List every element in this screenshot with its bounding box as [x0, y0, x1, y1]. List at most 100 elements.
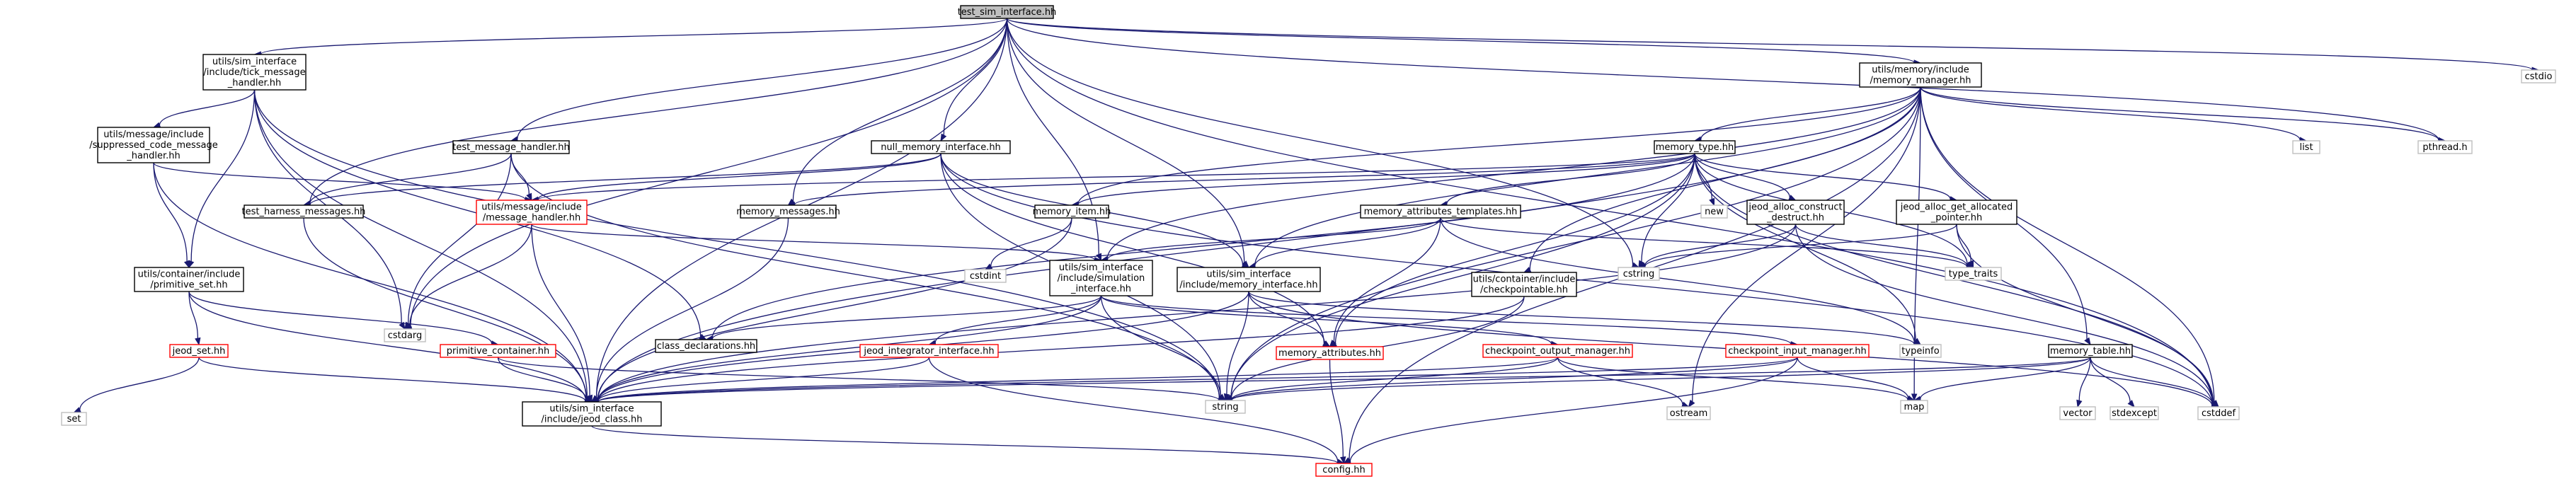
node-config[interactable]: config.hh: [1315, 463, 1373, 477]
node-jeodset[interactable]: jeod_set.hh: [169, 344, 229, 358]
node-label-typeinfo-line-0: typeinfo: [1901, 346, 1939, 357]
node-label-jacd-line-1: _destruct.hh: [1766, 213, 1824, 224]
node-memmsg[interactable]: memory_messages.hh: [736, 204, 840, 219]
node-cpout[interactable]: checkpoint_output_manager.hh: [1482, 344, 1633, 358]
dependency-edge-tmh-to-cstdarg: [408, 153, 512, 324]
node-label-msgh-line-0: utils/message/include: [481, 202, 582, 213]
dependency-edge-root-to-cstring: [1006, 18, 1634, 265]
node-stdexcept: stdexcept: [2110, 406, 2159, 420]
dependency-edge-nullmi-to-memattr: [940, 153, 1325, 344]
dependency-edge-thm-to-jeodclass: [303, 217, 588, 399]
node-classdecl[interactable]: class_declarations.hh: [655, 339, 757, 353]
node-meminter[interactable]: utils/sim_interface/include/memory_inter…: [1177, 267, 1321, 292]
arrowhead-memmgr-to-ostream: [1688, 399, 1695, 408]
node-label-memmgr-line-1: /memory_manager.hh: [1870, 76, 1971, 86]
arrowhead-tmh-to-msgh: [526, 192, 532, 202]
node-label-cpin-line-0: checkpoint_input_manager.hh: [1728, 346, 1867, 357]
dependency-edge-memmgr-to-memitem: [1077, 86, 1921, 204]
node-box-msgh: [476, 200, 588, 225]
dependency-edge-memtype-to-jacd: [1694, 153, 1790, 198]
dependency-edge-jeodclass-to-config: [591, 425, 1339, 464]
dependency-edge-primcont-to-string: [497, 357, 1220, 401]
node-jeodclass[interactable]: utils/sim_interface/include/jeod_class.h…: [522, 401, 662, 427]
node-ostream: ostream: [1666, 406, 1711, 420]
node-siminter[interactable]: utils/sim_interface/include/simulation_i…: [1049, 260, 1153, 296]
arrowhead-memattr-to-config: [1340, 456, 1346, 465]
dependency-edge-root-to-cstdio: [1006, 18, 2533, 71]
dependency-edge-memitem-to-jeodclass: [597, 217, 1072, 400]
node-label-nullmi-line-0: null_memory_interface.hh: [881, 142, 1001, 153]
dependency-edge-cpin-to-jeodclass: [597, 357, 1798, 403]
node-label-string-line-0: string: [1212, 402, 1238, 412]
node-box-new: [1700, 204, 1728, 219]
node-checkpt[interactable]: utils/container/include/checkpointable.h…: [1471, 272, 1577, 297]
node-label-primset-line-0: utils/container/include: [138, 270, 241, 280]
node-label-memattrt-line-0: memory_attributes_templates.hh: [1364, 207, 1518, 217]
node-label-primcont-line-0: primitive_container.hh: [447, 346, 549, 357]
node-memmgr[interactable]: utils/memory/include/memory_manager.hh: [1859, 62, 1982, 88]
node-label-tick-line-0: utils/sim_interface: [212, 57, 297, 67]
node-label-meminter-line-0: utils/sim_interface: [1206, 270, 1290, 280]
node-box-memmsg: [740, 204, 837, 219]
dependency-edge-root-to-cstdarg: [410, 18, 1008, 326]
dependency-edge-meminter-to-memattr: [1248, 291, 1325, 343]
node-root[interactable]: test_sim_interface.hh: [958, 5, 1057, 19]
node-nullmi[interactable]: null_memory_interface.hh: [871, 140, 1011, 154]
node-typeinfo: typeinfo: [1899, 344, 1942, 358]
node-jacd[interactable]: jeod_alloc_construct_destruct.hh: [1746, 200, 1845, 225]
node-label-jintinter-line-0: jeod_integrator_interface.hh: [863, 346, 994, 357]
node-primcont[interactable]: primitive_container.hh: [440, 344, 556, 358]
node-suppr[interactable]: utils/message/include/suppressed_code_me…: [89, 127, 218, 163]
node-vector: vector: [2059, 406, 2096, 420]
node-box-vector: [2059, 406, 2096, 420]
node-box-meminter: [1177, 267, 1321, 292]
node-label-siminter-line-2: _interface.hh: [1070, 284, 1131, 294]
dependency-edge-cpin-to-map: [1797, 357, 1909, 399]
node-thm[interactable]: test_harness_messages.hh: [242, 204, 366, 219]
node-label-tick-line-2: _handler.hh: [227, 78, 282, 88]
dependency-edge-memtable-to-map: [1920, 357, 2091, 400]
node-label-suppr-line-0: utils/message/include: [103, 129, 204, 140]
dependency-edge-memmgr-to-ostream: [1692, 86, 1921, 402]
node-label-memtable-line-0: memory_table.hh: [2050, 346, 2131, 357]
node-label-cstdarg-line-0: cstdarg: [388, 330, 423, 341]
node-box-checkpt: [1471, 272, 1577, 297]
dependency-edge-tmh-to-msgh: [510, 153, 530, 195]
node-cstdio: cstdio: [2521, 69, 2556, 83]
dependency-edge-root-to-tick: [260, 18, 1008, 55]
node-memtype[interactable]: memory_type.hh: [1654, 140, 1736, 154]
node-box-tick: [202, 54, 307, 91]
dependency-edge-cpout-to-jeodclass: [597, 357, 1559, 403]
arrowhead-memitem-to-cstdint: [984, 263, 993, 270]
node-box-jacd: [1746, 200, 1845, 225]
node-jintinter[interactable]: jeod_integrator_interface.hh: [859, 344, 999, 358]
node-box-string: [1205, 400, 1246, 414]
dependency-edge-nullmi-to-msgh: [537, 153, 941, 200]
node-jaga[interactable]: jeod_alloc_get_allocated_pointer.hh: [1896, 200, 2017, 225]
node-new: new: [1700, 204, 1728, 219]
dependency-edge-memmgr-to-list: [1920, 86, 2301, 140]
node-cpin[interactable]: checkpoint_input_manager.hh: [1725, 344, 1870, 358]
dependency-edge-root-to-pthread: [1006, 18, 2439, 141]
node-msgh[interactable]: utils/message/include/message_handler.hh: [476, 200, 588, 225]
node-memitem[interactable]: memory_item.hh: [1033, 204, 1111, 219]
node-primset[interactable]: utils/container/include/primitive_set.hh: [134, 267, 244, 292]
edge-layer: [73, 18, 2540, 466]
node-box-jeodclass: [522, 401, 662, 427]
node-tick[interactable]: utils/sim_interface/include/tick_message…: [202, 54, 307, 91]
node-tmh[interactable]: test_message_handler.hh: [452, 140, 570, 154]
node-memattrt[interactable]: memory_attributes_templates.hh: [1360, 204, 1521, 219]
node-label-memattr-line-0: memory_attributes.hh: [1278, 348, 1381, 359]
node-box-siminter: [1049, 260, 1153, 296]
node-box-list: [2292, 140, 2320, 154]
arrowhead-memattrt-to-memattr: [1329, 340, 1336, 348]
dependency-edge-memtype-to-jaga: [1694, 153, 1951, 200]
dependency-edge-memtable-to-vector: [2078, 357, 2091, 401]
dependency-edge-memmgr-to-meminter: [1254, 86, 1921, 266]
node-box-typeinfo: [1899, 344, 1942, 358]
node-memattr[interactable]: memory_attributes.hh: [1276, 346, 1384, 360]
node-cstdint: cstdint: [964, 269, 1007, 283]
node-label-vector-line-0: vector: [2063, 408, 2093, 419]
node-memtable[interactable]: memory_table.hh: [2048, 344, 2133, 358]
